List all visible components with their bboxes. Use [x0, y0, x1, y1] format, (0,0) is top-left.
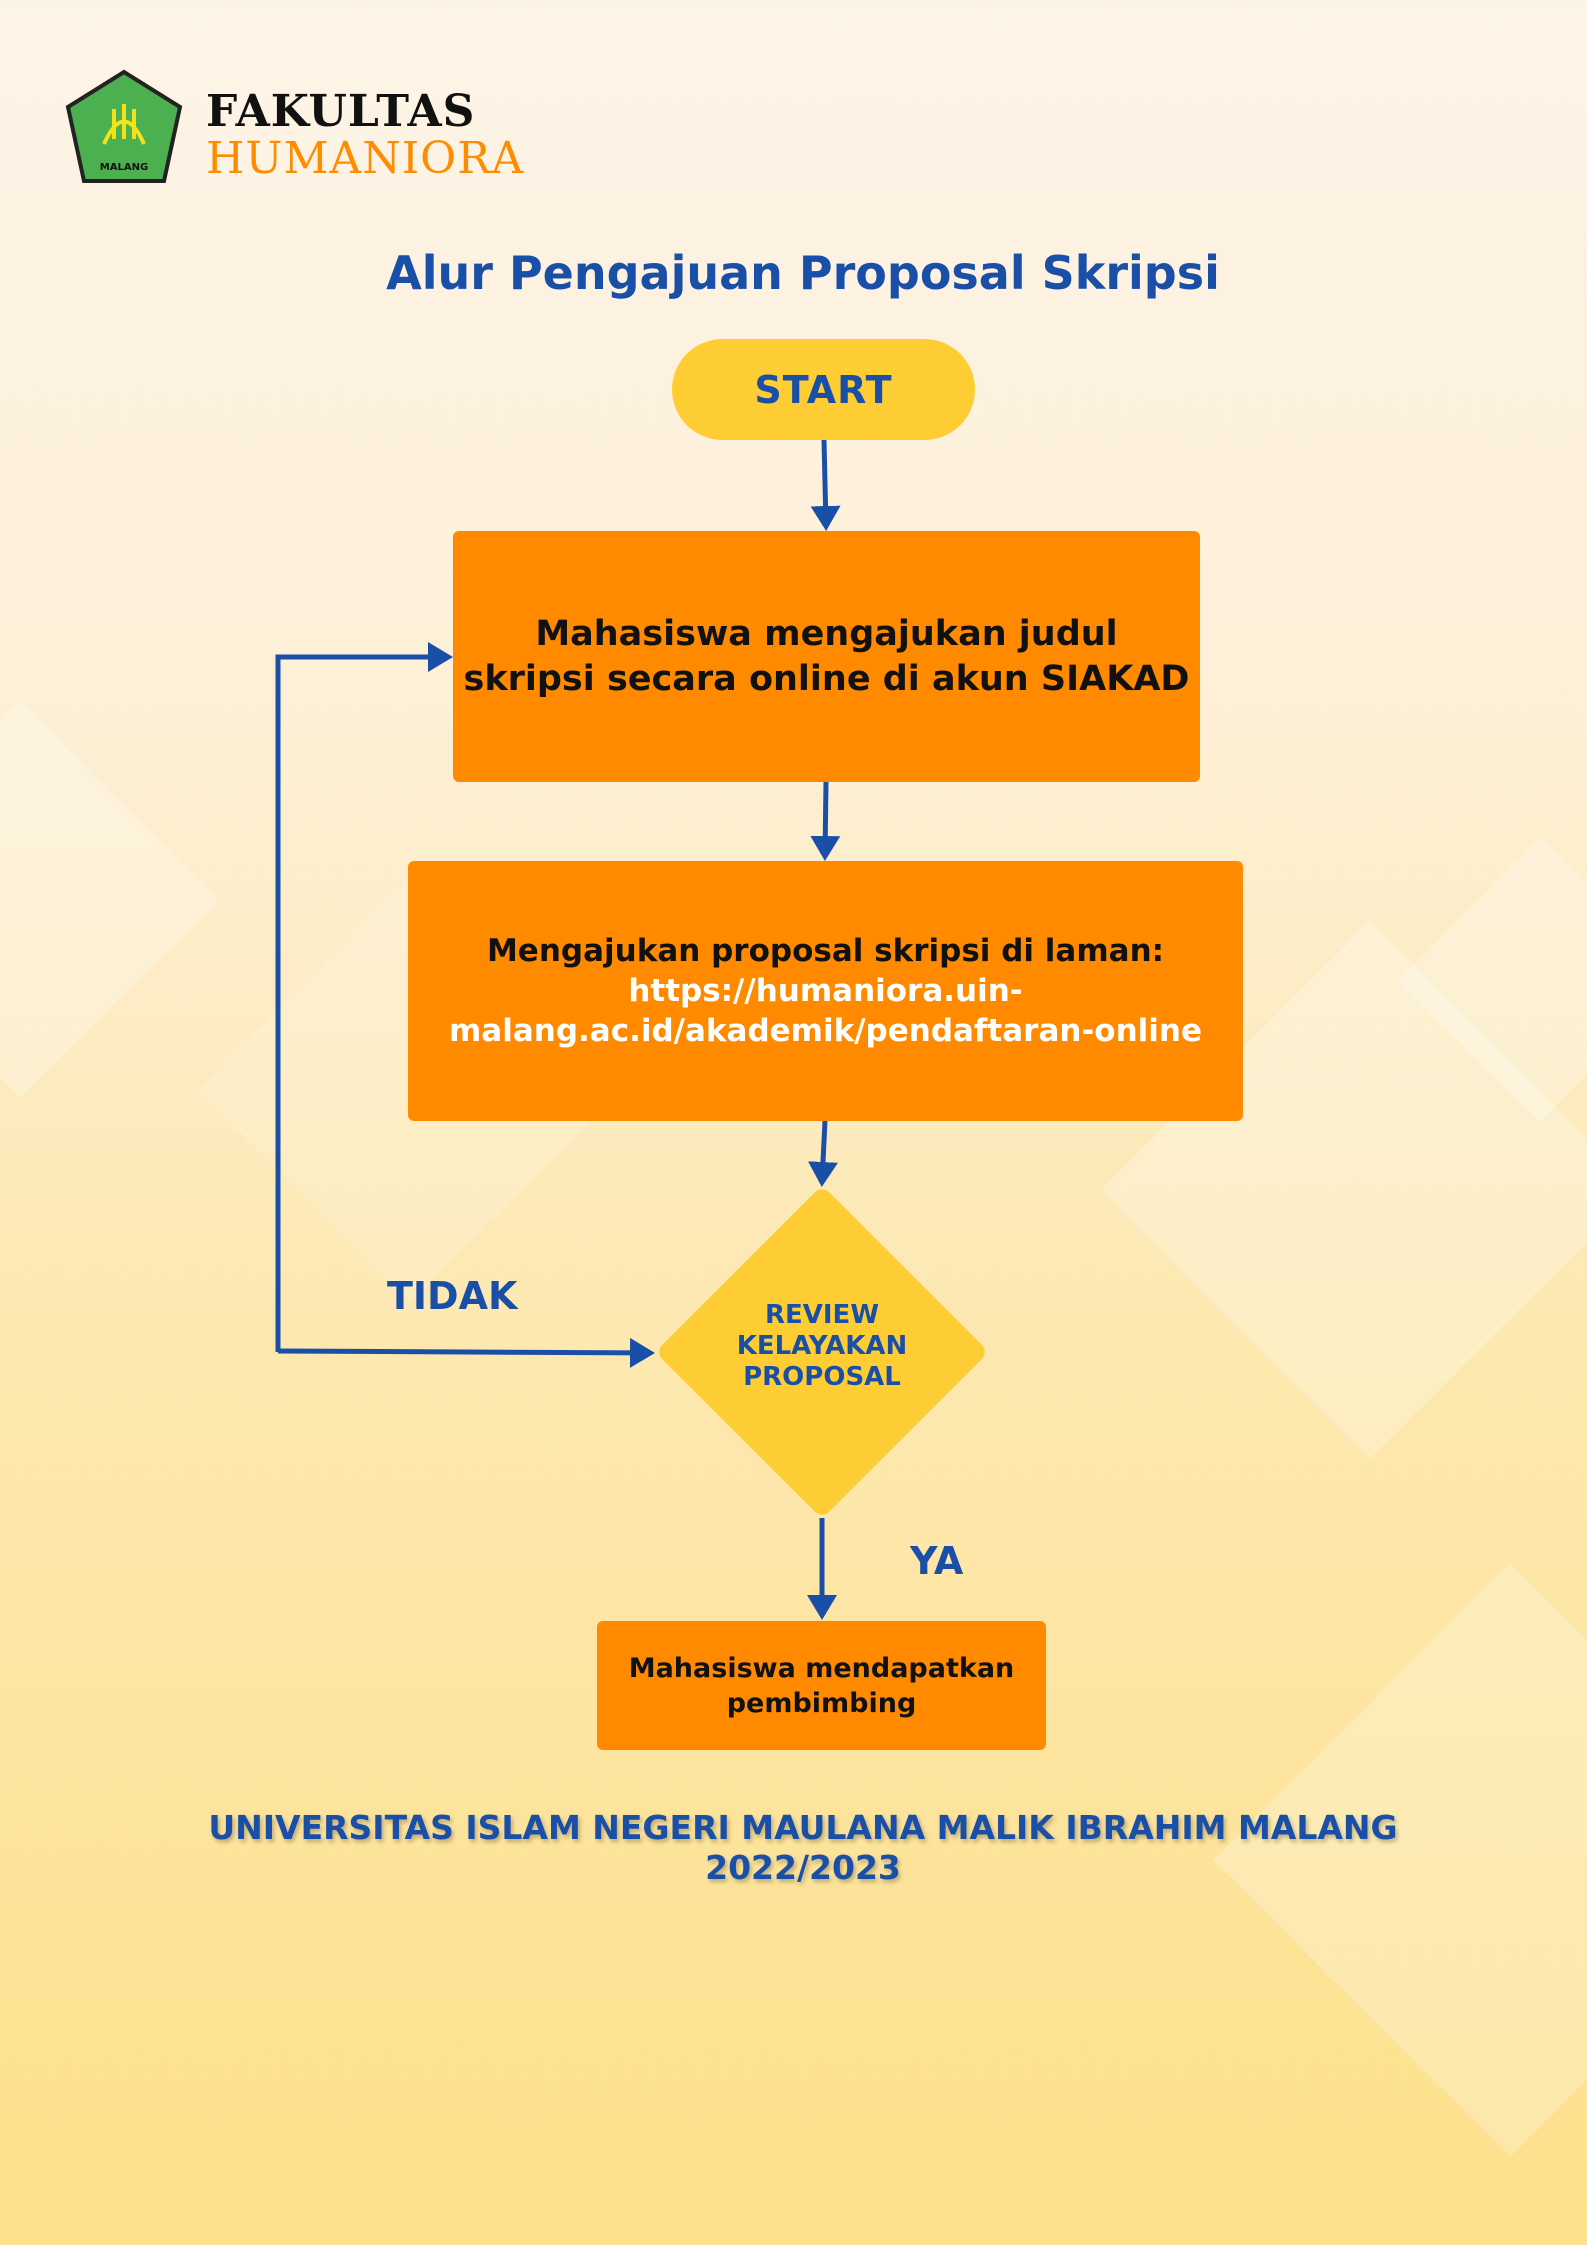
step-submit-title: Mahasiswa mengajukan judul skripsi secar…	[453, 531, 1200, 782]
loop-back-line	[275, 642, 453, 1352]
arrow-step1-to-step2	[810, 781, 841, 861]
logo-city: MALANG	[100, 162, 148, 173]
footer-university: UNIVERSITAS ISLAM NEGERI MAULANA MALIK I…	[208, 1808, 1398, 1847]
arrow-step2-to-decision	[808, 1120, 838, 1187]
step3-line2: pembimbing	[726, 1687, 917, 1719]
step2-line1: Mengajukan proposal skripsi di laman:	[486, 933, 1165, 969]
step1-line1: Mahasiswa mengajukan judul	[535, 613, 1118, 654]
decision-line1: REVIEW	[764, 1300, 880, 1330]
university-logo: MALANG	[65, 69, 183, 183]
brand-line-1: FAKULTAS	[206, 86, 476, 137]
decision-line3: PROPOSAL	[743, 1362, 901, 1392]
step-get-supervisor: Mahasiswa mendapatkan pembimbing	[597, 1621, 1046, 1750]
step2-url-line1[interactable]: https://humaniora.uin-	[628, 973, 1023, 1009]
step3-line1: Mahasiswa mendapatkan	[628, 1652, 1015, 1684]
step1-line2: skripsi secara online di akun SIAKAD	[463, 658, 1190, 699]
footer-year: 2022/2023	[705, 1848, 901, 1887]
start-label: START	[754, 367, 893, 412]
decision-line2: KELAYAKAN	[736, 1331, 908, 1361]
no-label: TIDAK	[387, 1274, 518, 1318]
step-submit-proposal: Mengajukan proposal skripsi di laman: ht…	[408, 861, 1243, 1121]
arrow-to-decision-left	[277, 1337, 655, 1368]
footer: UNIVERSITAS ISLAM NEGERI MAULANA MALIK I…	[0, 1808, 1587, 1888]
decision-label: REVIEW KELAYAKAN PROPOSAL	[672, 1300, 972, 1393]
step2-url-line2[interactable]: malang.ac.id/akademik/pendaftaran-online	[448, 1013, 1203, 1049]
page-title: Alur Pengajuan Proposal Skripsi	[386, 246, 1220, 300]
start-node: START	[672, 339, 975, 440]
brand-line-2: HUMANIORA	[206, 133, 525, 184]
arrow-start-to-step1	[810, 439, 841, 531]
yes-label: YA	[910, 1539, 964, 1583]
